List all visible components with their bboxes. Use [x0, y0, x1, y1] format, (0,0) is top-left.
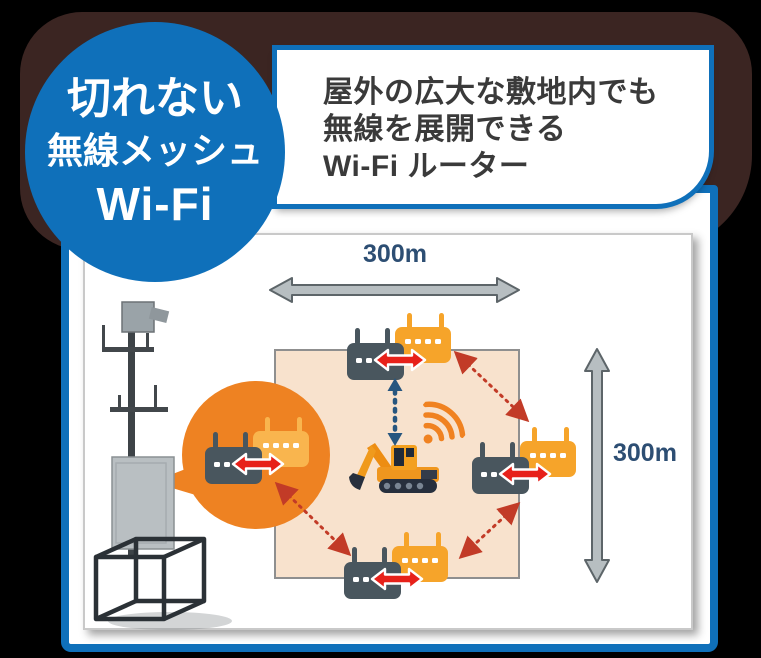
antenna-icon: [436, 532, 441, 549]
router-pair-right: [472, 427, 576, 507]
antenna-icon: [404, 532, 409, 549]
mesh-arrow-icon: [370, 567, 424, 591]
antenna-icon: [297, 417, 302, 434]
antenna-icon: [407, 313, 412, 330]
badge-line-2: 無線メッシュ: [46, 130, 263, 172]
pole-shadow: [108, 612, 232, 630]
badge-line-3: Wi-Fi: [96, 177, 214, 230]
antenna-icon: [352, 547, 357, 564]
antenna-icon: [385, 328, 390, 345]
antenna-icon: [510, 442, 515, 459]
router-pair-top: [347, 313, 451, 393]
antenna-icon: [355, 328, 360, 345]
antenna-icon: [213, 432, 218, 449]
measure-arrow-horizontal: [269, 277, 520, 303]
diagram-panel: 300m 300m: [83, 233, 693, 630]
width-measure-label: 300m: [363, 240, 427, 268]
antenna-icon: [439, 313, 444, 330]
base-frame-icon: [93, 536, 207, 622]
headline-box: 屋外の広大な敷地内でも 無線を展開できる Wi-Fi ルーター: [272, 45, 714, 209]
antenna-icon: [532, 427, 537, 444]
measure-arrow-vertical: [584, 348, 610, 583]
antenna-icon: [382, 547, 387, 564]
antenna-icon: [480, 442, 485, 459]
antenna-icon: [243, 432, 248, 449]
pole-mast: [128, 327, 135, 559]
antenna-icon: [564, 427, 569, 444]
antenna-icon: [265, 417, 270, 434]
monitoring-pole-illustration: [93, 301, 232, 630]
equipment-cabinet-icon: [111, 456, 175, 550]
excavator-icon: [349, 443, 439, 493]
antenna-mast-icon: [102, 325, 168, 412]
badge-line-1: 切れない: [67, 73, 243, 123]
headline-line-3: Wi-Fi ルーター: [323, 150, 530, 183]
mesh-arrow-icon: [373, 348, 427, 372]
headline-line-1: 屋外の広大な敷地内でも: [323, 76, 659, 109]
router-pair-bottom: [344, 532, 448, 612]
headline-line-2: 無線を展開できる: [323, 113, 567, 146]
router-pair-bubble: [205, 417, 309, 497]
badge-circle: 切れない 無線メッシュ Wi-Fi: [25, 22, 285, 282]
cctv-camera-icon: [121, 301, 170, 333]
height-measure-label: 300m: [613, 439, 677, 467]
mesh-arrow-icon: [498, 462, 552, 486]
mesh-arrow-icon: [231, 452, 285, 476]
wifi-signal-icon: [423, 401, 466, 444]
